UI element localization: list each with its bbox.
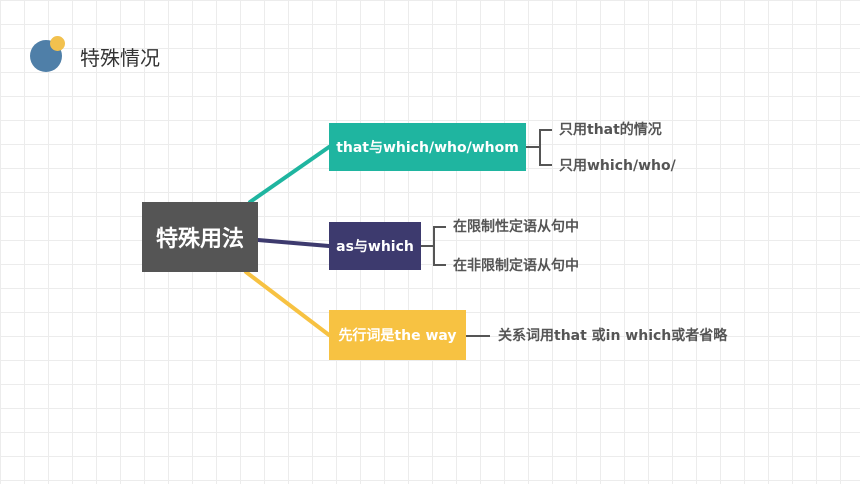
slide-header: 特殊情况 (30, 36, 330, 76)
leaf-restrictive-clause: 在限制性定语从句中 (453, 219, 579, 235)
branch-node-the-way: 先行词是the way (329, 310, 466, 360)
leaf-relative-word: 关系词用that 或in which或者省略 (498, 328, 728, 344)
leaf-only-that: 只用that的情况 (559, 122, 662, 138)
root-node: 特殊用法 (142, 202, 258, 272)
leaf-only-which-who: 只用which/who/ (559, 158, 676, 174)
connector-branch-2 (256, 238, 331, 248)
connector-branch-1 (248, 145, 331, 204)
connector-branch-3 (244, 270, 331, 337)
branch-node-that-which: that与which/who/whom (329, 123, 526, 171)
decor-circle-yellow (50, 36, 65, 51)
leaf-nonrestrictive-clause: 在非限制定语从句中 (453, 258, 579, 274)
bracket-branch-2 (421, 226, 446, 266)
slide-title: 特殊情况 (80, 46, 160, 70)
branch-node-as-which: as与which (329, 222, 421, 270)
bracket-branch-1 (526, 129, 552, 166)
